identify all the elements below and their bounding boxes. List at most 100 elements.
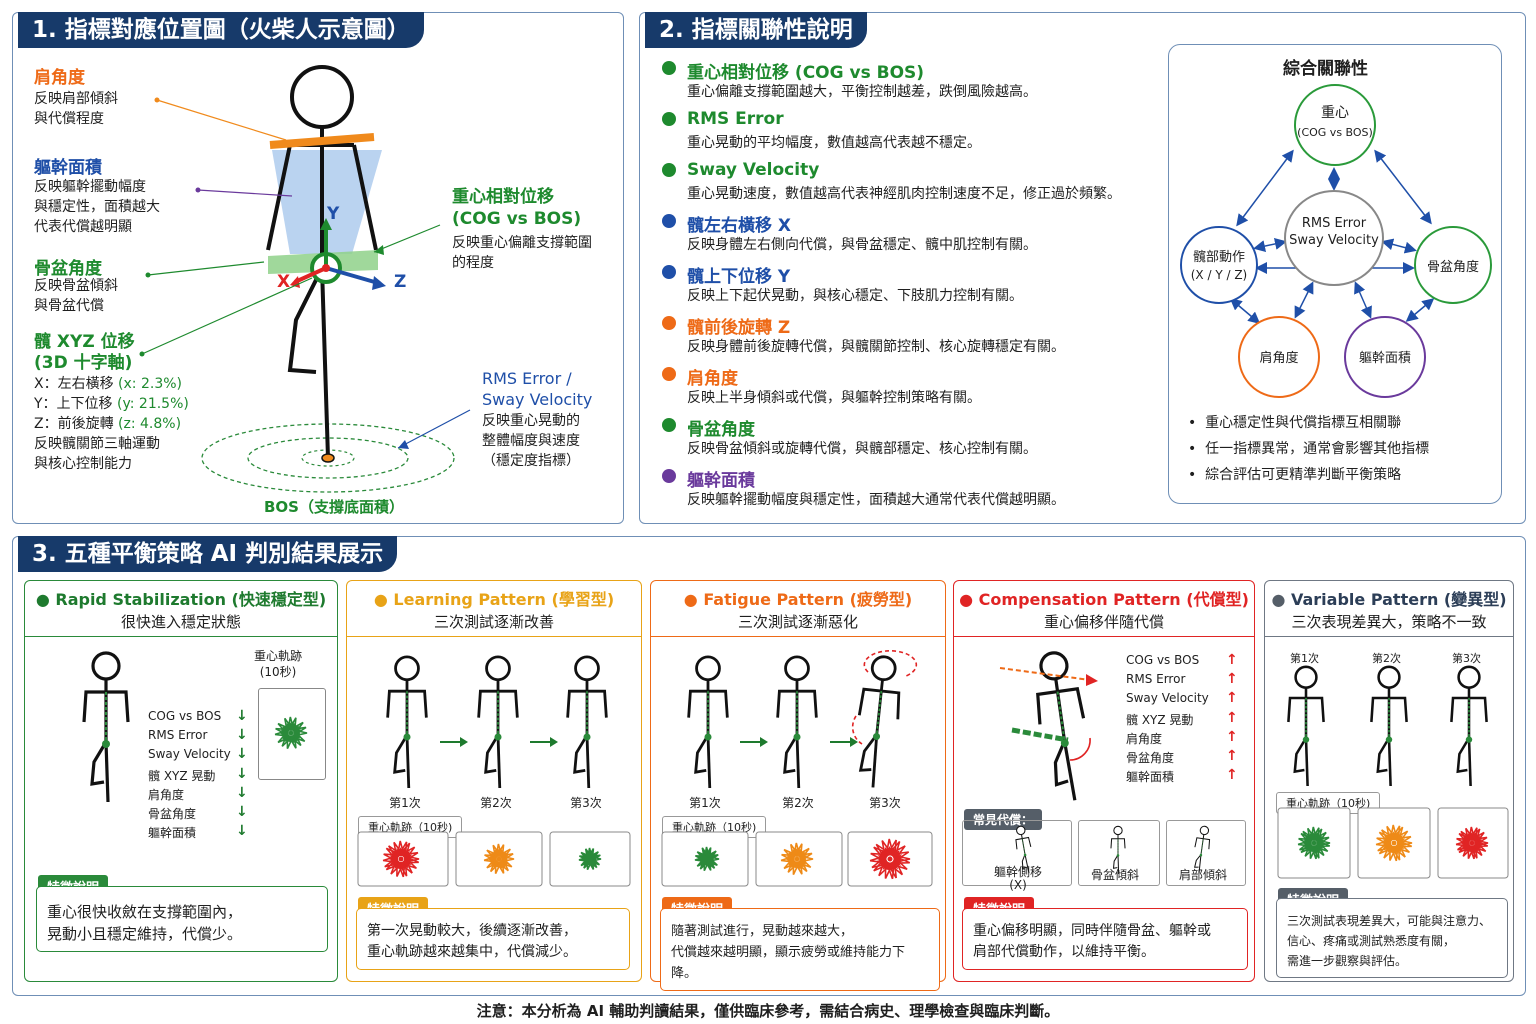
rms-desc: 反映重心晃動的整體幅度與速度（穩定度指標） <box>482 413 580 469</box>
metric-label: 骨盆角度 <box>1126 751 1175 765</box>
indicator-desc: 重心偏離支撐範圍越大，平衡控制越差，跌倒風險越高。 <box>687 84 1037 100</box>
metric-arrow: ↓ <box>236 823 248 840</box>
rapid-trace-box <box>258 688 326 780</box>
indicator-desc: 反映身體左右側向代償，與骨盆穩定、髖中肌控制有關。 <box>687 237 1037 253</box>
metric-arrow: ↓ <box>236 784 248 801</box>
trace-center <box>704 856 710 862</box>
metric-label: 軀幹面積 <box>1126 770 1175 785</box>
metric-arrow: ↓ <box>236 804 248 820</box>
indicator-desc: 反映上半身傾斜或代償，與軀幹控制策略有關。 <box>687 390 981 406</box>
trace-center <box>1469 840 1475 846</box>
variable-trial3: 第3次 <box>1452 652 1481 665</box>
comp-trunk-label: 軀幹側移(X) <box>994 865 1043 892</box>
stickman <box>1287 665 1325 787</box>
hip-title: 髖 XYZ 位移(3D 十字軸) <box>34 332 135 373</box>
rapid-title: Rapid Stabilization (快速穩定型) <box>55 590 327 609</box>
comp-box-trunk <box>962 820 1072 886</box>
comp-box-shoulder <box>1166 820 1246 886</box>
trace-center <box>1311 840 1317 846</box>
section1-header: 1. 指標對應位置圖（火柴人示意圖） <box>18 12 424 48</box>
indicator-bullet <box>662 418 676 432</box>
compensation-title: Compensation Pattern (代償型) <box>978 590 1249 609</box>
trace-center <box>288 730 294 736</box>
fatigue-title: Fatigue Pattern (疲勞型) <box>703 590 913 609</box>
trial-label: 第3次 <box>570 796 602 810</box>
stickman <box>566 655 608 789</box>
network-node-rms: RMS Error Sway Velocity <box>1284 190 1384 286</box>
metric-label: 骨盆角度 <box>148 807 197 821</box>
metric-label: 軀幹面積 <box>148 826 197 841</box>
indicator-bullet <box>662 265 676 279</box>
bos-label: BOS（支撐底面積） <box>264 498 404 516</box>
network-node-trunk: 軀幹面積 <box>1344 316 1426 398</box>
variable-desc: 三次測試表現差異大，可能與注意力、信心、疼痛或測試熟悉度有關，需進一步觀察與評估… <box>1276 898 1508 978</box>
stickman <box>857 655 901 788</box>
comp-box-pelvis <box>1078 820 1160 886</box>
hip-axes-desc: X：左右橫移 (x: 2.3%) Y：上下位移 (y: 21.5%) Z：前後旋… <box>34 376 189 472</box>
indicator-title: 髖上下位移 Y <box>687 267 791 287</box>
y-axis-label: Y <box>327 204 340 224</box>
stickman <box>776 655 818 789</box>
metric-arrow: ↑ <box>1226 748 1238 764</box>
metric-arrow: ↓ <box>236 765 248 782</box>
stickman <box>1194 825 1211 874</box>
variable-sub: 三次表現差異大，策略不一致 <box>1291 613 1487 631</box>
cog-trace <box>1375 824 1413 862</box>
variable-trial2: 第2次 <box>1372 652 1401 665</box>
comp-pelvis-label: 骨盆傾斜 <box>1091 868 1140 882</box>
trace-center <box>587 856 593 862</box>
trial-label: 第2次 <box>782 796 814 810</box>
rapid-trace-label: 重心軌跡(10秒) <box>254 649 303 679</box>
indicator-title: 髖前後旋轉 Z <box>687 318 791 338</box>
rotation-arrow <box>1069 737 1091 761</box>
compensation-sub: 重心偏移伴隨代償 <box>1043 613 1164 631</box>
indicator-bullet <box>662 367 676 381</box>
network-node-shoulder: 肩角度 <box>1238 316 1320 398</box>
indicator-desc: 反映骨盆傾斜或旋轉代償，與髖部穩定、核心控制有關。 <box>687 441 1037 457</box>
metric-arrow: ↓ <box>236 727 248 744</box>
metric-label: 肩角度 <box>148 787 185 802</box>
trace-center <box>398 856 404 862</box>
indicator-desc: 反映軀幹擺動幅度與穩定性，面積越大通常代表代償越明顯。 <box>687 492 1065 508</box>
x-axis-label: X <box>277 272 291 292</box>
network-node-pelvis: 骨盆角度 <box>1414 226 1492 304</box>
cog-shift-line <box>999 667 1091 681</box>
bos-inner-ellipse <box>247 437 409 479</box>
metric-arrow: ↑ <box>1226 671 1238 688</box>
indicator-desc: 反映上下起伏晃動，與核心穩定、下肢肌力控制有關。 <box>687 288 1023 304</box>
indicator-bullet <box>662 163 676 177</box>
metric-label: Sway Velocity <box>148 747 231 762</box>
stickman <box>386 655 428 789</box>
shoulder-desc: 反映肩部傾斜與代償程度 <box>34 91 118 127</box>
cog-trace <box>869 838 911 880</box>
cog-trace <box>483 843 515 874</box>
metric-label: RMS Error <box>148 728 208 743</box>
pelvis-title: 骨盆角度 <box>34 259 102 279</box>
stickman <box>1036 651 1086 801</box>
indicator-title: 骨盆角度 <box>687 420 755 440</box>
arrow-head <box>550 737 558 747</box>
network-node-cog: 重心 (COG vs BOS) <box>1294 84 1376 166</box>
stickman <box>1110 825 1126 875</box>
metric-arrow: ↑ <box>1226 690 1238 707</box>
cog-shift-arrow <box>1086 674 1098 686</box>
fatigue-sub: 三次測試逐漸惡化 <box>737 613 858 631</box>
stickman <box>1450 665 1488 787</box>
metric-arrow: ↑ <box>1226 652 1238 668</box>
rapid-desc: 重心很快收斂在支撐範圍內，晃動小且穩定維持，代償少。 <box>36 886 328 952</box>
pelvis-desc: 反映骨盆傾斜與骨盆代償 <box>34 278 118 314</box>
indicator-bullet <box>662 112 676 126</box>
metric-label: RMS Error <box>1126 672 1186 687</box>
trace-center <box>496 856 502 862</box>
indicator-bullet <box>662 469 676 483</box>
compensation-desc: 重心偏移明顯，同時伴隨骨盆、軀幹或肩部代償動作，以維持平衡。 <box>962 908 1248 970</box>
cog-desc: 反映重心偏離支撐範圍的程度 <box>452 235 592 271</box>
trace-center <box>1391 840 1397 846</box>
fatigue-desc: 隨著測試進行，晃動越來越大，代償越來越明顯，顯示疲勞或維持能力下降。 <box>660 908 940 991</box>
cog-trace <box>382 840 420 878</box>
stickman <box>1370 665 1408 787</box>
variable-title: Variable Pattern (變異型) <box>1290 590 1507 609</box>
